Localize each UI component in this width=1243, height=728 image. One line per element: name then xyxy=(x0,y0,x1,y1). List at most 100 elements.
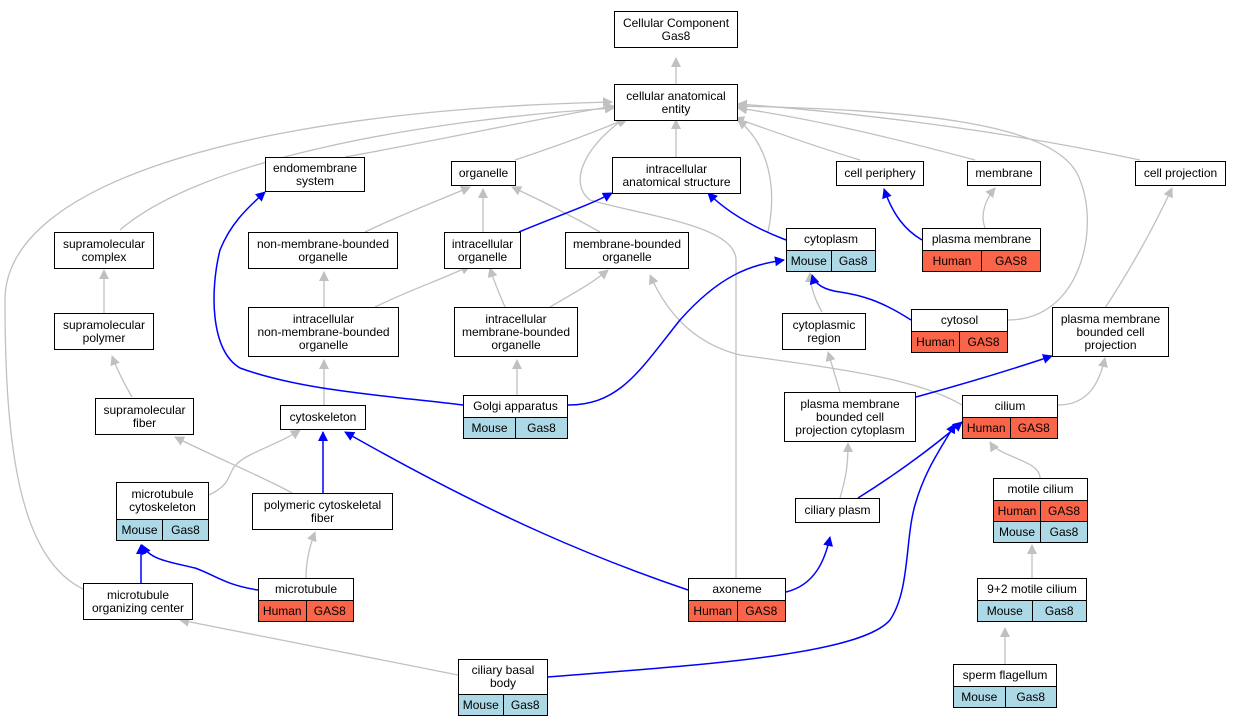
gene-cell: GAS8 xyxy=(305,601,353,621)
node-label-line: bounded cell xyxy=(1076,324,1145,339)
node-label-line: microtubule xyxy=(106,587,170,602)
node-label-line: membrane-bounded xyxy=(572,236,682,251)
node-label-line: cytoskeleton xyxy=(289,410,357,424)
node-label-line: 9+2 motile cilium xyxy=(987,582,1077,596)
edge-axoneme-ciliaryplasm xyxy=(785,536,833,593)
edge-mtcyto-cytoskel xyxy=(208,429,301,496)
gene-cell: GAS8 xyxy=(1009,418,1057,438)
node-membrane[interactable]: membrane xyxy=(967,161,1041,186)
node-label-line: projection xyxy=(1084,337,1137,352)
node-label-line: projection cytoplasm xyxy=(795,422,905,437)
node-label-line: cytoskeleton xyxy=(129,500,196,514)
gene-cell: Gas8 xyxy=(830,251,875,271)
edge-pmbcpc-cytoregion xyxy=(825,351,841,393)
node-label-line: organelle xyxy=(602,249,652,264)
node-cell-periphery[interactable]: cell periphery xyxy=(836,161,924,186)
node-label-line: Cellular Component xyxy=(622,15,730,30)
edge-microtubule-polycyto xyxy=(305,531,317,579)
edge-basal-mtoc xyxy=(179,616,459,676)
gene-cell: Gas8 xyxy=(1004,687,1056,707)
edge-intnonmem-intorg xyxy=(374,265,471,308)
edge-cilium-pmbcp xyxy=(1057,357,1108,406)
gene-cell: Gas8 xyxy=(162,520,208,540)
node-organelle[interactable]: organelle xyxy=(451,161,516,186)
node-label-line: system xyxy=(295,173,334,188)
node-label: axoneme xyxy=(689,579,785,600)
node-label: cytosol xyxy=(912,310,1007,331)
edge-axoneme-cae xyxy=(579,117,737,578)
node-label-line: body xyxy=(489,676,517,690)
node-cytoskeleton[interactable]: cytoskeleton xyxy=(280,405,366,430)
edge-memorg-organelle xyxy=(511,186,601,233)
species-cell: Mouse xyxy=(978,601,1032,621)
edge-cilium-memorg xyxy=(649,274,963,406)
species-cell: Mouse xyxy=(787,251,831,271)
node-label: cytoplasm xyxy=(787,229,875,250)
node-label-line: intracellular xyxy=(292,311,355,326)
edge-polycyto-supfiber xyxy=(174,436,293,494)
node-label-line: intracellular xyxy=(451,236,514,251)
node-label-line: cell periphery xyxy=(844,166,916,180)
species-cell: Mouse xyxy=(117,520,162,540)
node-cell-projection[interactable]: cell projection xyxy=(1135,161,1226,186)
node-label-line: intracellular xyxy=(485,311,547,326)
node-label-line: membrane-bounded xyxy=(461,324,571,339)
node-label-line: intracellular xyxy=(645,161,708,176)
node-label-line: cell projection xyxy=(1143,166,1218,180)
gene-cell: Gas8 xyxy=(515,418,567,438)
node-label-line: membrane xyxy=(975,166,1033,180)
edge-mtoc-cae xyxy=(4,97,613,591)
gene-cell: Gas8 xyxy=(1031,601,1086,621)
node-label: membrane xyxy=(968,162,1040,185)
node-label-line: plasma membrane xyxy=(1060,311,1161,326)
node-label: microtubule xyxy=(259,579,353,600)
node-label-line: organizing center xyxy=(91,600,185,615)
node-label-line: axoneme xyxy=(712,582,762,596)
edge-ciliaryplasm-pmbcpc xyxy=(839,442,853,499)
node-label: cilium xyxy=(963,396,1057,417)
species-cell: Human xyxy=(259,601,306,621)
species-cell: Mouse xyxy=(464,418,515,438)
species-cell: Human xyxy=(963,418,1010,438)
node-ciliary-plasm[interactable]: ciliary plasm xyxy=(795,498,880,523)
node-label-line: organelle xyxy=(298,337,349,352)
